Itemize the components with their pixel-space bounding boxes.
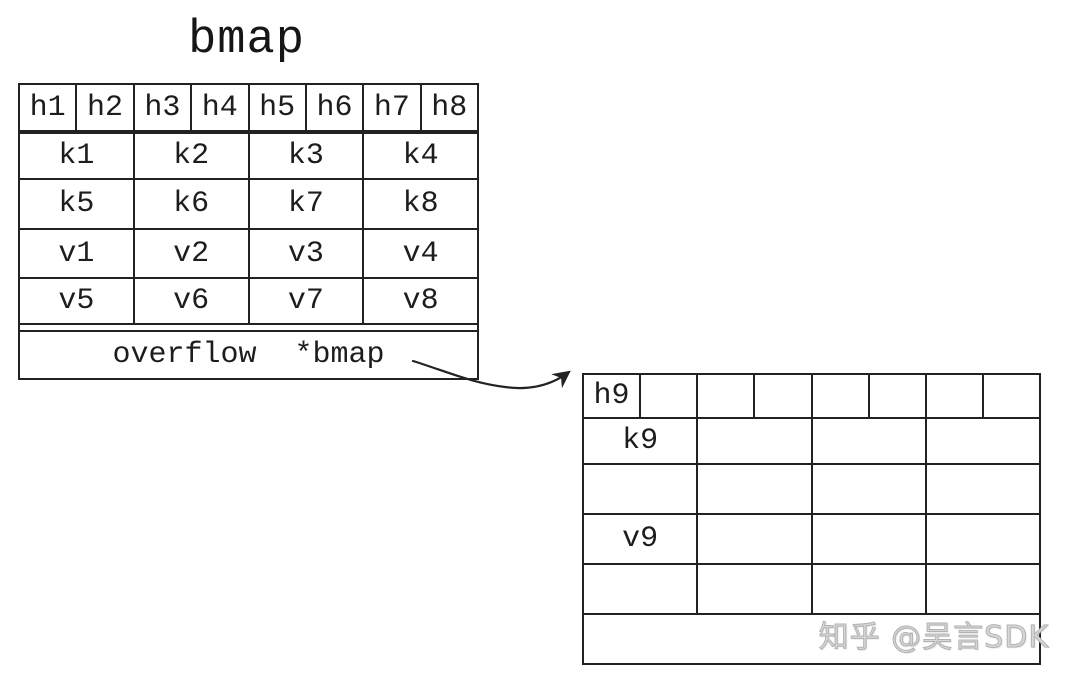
key-cell: k7 [250, 180, 365, 228]
value-cell [813, 515, 927, 563]
key-cell: k6 [135, 180, 250, 228]
tophash-cell: h9 [584, 375, 642, 417]
key-cell [813, 465, 927, 513]
diagram-title: bmap [188, 14, 305, 67]
overflow-tophash-row: h9 [584, 375, 1039, 419]
tophash-cell [755, 375, 813, 417]
value-cell: v5 [20, 279, 135, 323]
value-cell [927, 515, 1039, 563]
tophash-cell: h5 [250, 85, 307, 130]
value-cell [698, 565, 813, 613]
key-cell [584, 465, 699, 513]
tophash-cell: h7 [364, 85, 422, 130]
key-cell: k3 [250, 134, 365, 178]
value-cell: v8 [402, 284, 439, 318]
tophash-cell [984, 375, 1039, 417]
value-cell [698, 515, 813, 563]
value-cell [584, 565, 699, 613]
tophash-cell [641, 375, 699, 417]
key-cell [698, 419, 813, 463]
zhihu-watermark: 知乎 @吴言SDK [818, 620, 1049, 656]
key-cell: k5 [20, 180, 135, 228]
overflow-keys-row-2 [584, 465, 1039, 515]
value-cell: v3 [250, 230, 365, 277]
key-cell [698, 465, 813, 513]
key-cell: k9 [584, 419, 699, 463]
value-cell: v6 [135, 279, 250, 323]
key-cell: k2 [135, 134, 250, 178]
value-cell: v7 [250, 279, 365, 323]
overflow-type-label: *bmap [294, 338, 385, 372]
value-cell: v9 [584, 515, 699, 563]
tophash-cell [698, 375, 756, 417]
tophash-cell [870, 375, 927, 417]
values-row-2: v5 v6 v7 v8 [20, 279, 477, 325]
values-row-1: v1 v2 v3 v4 [20, 230, 477, 279]
value-cell: v2 [135, 230, 250, 277]
overflow-pointer-cell: overflow *bmap [20, 332, 477, 378]
tophash-cell: h1 [20, 85, 78, 130]
tophash-cell: h4 [192, 85, 250, 130]
overflow-values-row-1: v9 [584, 515, 1039, 565]
overflow-field-label: overflow [112, 338, 257, 372]
tophash-cell: h8 [431, 90, 468, 125]
overflow-row: overflow *bmap [20, 332, 477, 378]
main-bucket-table: h1 h2 h3 h4 h5 h6 h7 h8 k1 k2 k3 k4 k5 k… [18, 83, 479, 380]
tophash-cell [813, 375, 870, 417]
overflow-keys-row-1: k9 [584, 419, 1039, 465]
key-cell [927, 465, 1039, 513]
keys-row-1: k1 k2 k3 k4 [20, 134, 477, 180]
tophash-cell [927, 375, 984, 417]
value-cell: v4 [402, 236, 439, 271]
value-cell [813, 565, 927, 613]
tophash-cell: h3 [135, 85, 193, 130]
tophash-cell: h2 [77, 85, 135, 130]
key-cell [813, 419, 927, 463]
keys-row-2: k5 k6 k7 k8 [20, 180, 477, 230]
value-cell: v1 [20, 230, 135, 277]
tophash-cell: h6 [307, 85, 365, 130]
overflow-values-row-2 [584, 565, 1039, 615]
key-cell [927, 419, 1039, 463]
value-cell [927, 565, 1039, 613]
tophash-row: h1 h2 h3 h4 h5 h6 h7 h8 [20, 85, 477, 134]
key-cell: k4 [402, 139, 439, 173]
separator-gap [20, 325, 477, 332]
overflow-bucket-table: h9 k9 v9 知乎 @吴言SDK [582, 373, 1048, 665]
key-cell: k1 [20, 134, 135, 178]
key-cell: k8 [402, 187, 439, 221]
